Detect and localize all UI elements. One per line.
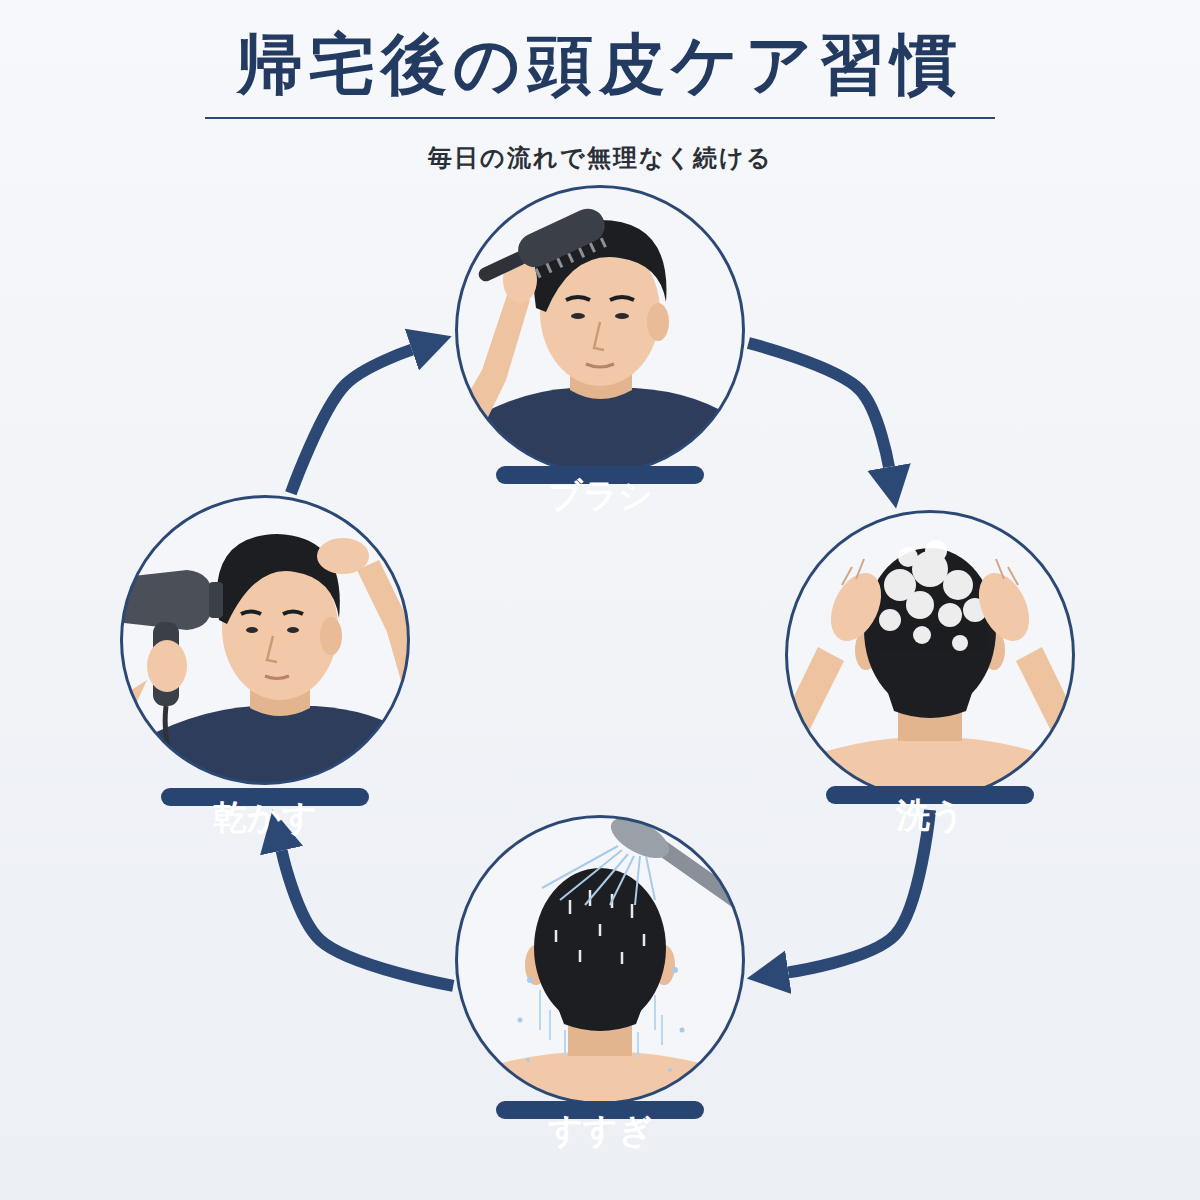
circle-outline — [457, 187, 744, 474]
circle-outline-layer — [120, 495, 410, 785]
hair-brush — [472, 203, 615, 301]
rinse-illustration — [450, 810, 750, 1110]
step-circle: すすぎ — [455, 815, 745, 1105]
hand — [147, 640, 187, 692]
dryer-nozzle — [209, 582, 223, 618]
brows — [566, 297, 634, 300]
brush-scene — [450, 180, 750, 480]
foam — [879, 540, 987, 651]
forearm — [1016, 647, 1080, 745]
run-off — [540, 990, 662, 1057]
ear — [320, 617, 342, 655]
droplets — [518, 967, 685, 1072]
dryer-body — [115, 570, 213, 630]
nape-hair — [888, 693, 972, 718]
scene-ground — [115, 490, 415, 790]
dryer-cord — [165, 706, 185, 790]
step-label: ブラシ — [496, 466, 704, 484]
ear — [647, 303, 669, 341]
title-rule — [205, 117, 995, 119]
nose — [594, 322, 604, 350]
circle-outline-layer — [455, 815, 745, 1105]
bristles — [536, 238, 605, 277]
hair — [534, 868, 666, 1028]
hair — [864, 548, 996, 712]
flow-arrow — [282, 851, 454, 986]
circle-outline — [122, 497, 409, 784]
eye — [571, 313, 585, 319]
water-spray — [542, 846, 655, 905]
step-circle: 洗う — [785, 510, 1075, 800]
step-label: 洗う — [826, 786, 1034, 804]
nape-hair — [558, 1008, 642, 1031]
circle-outline — [457, 817, 744, 1104]
shower-handle — [662, 848, 750, 910]
hand — [317, 538, 369, 574]
circle-outline-layer — [785, 510, 1075, 800]
step-label: すすぎ — [496, 1101, 704, 1119]
circle-outline — [787, 512, 1074, 799]
circle-outline-layer — [455, 185, 745, 475]
brush-illustration — [450, 180, 750, 480]
forearm — [780, 647, 844, 745]
flow-arrow — [788, 810, 930, 972]
eye — [246, 627, 258, 633]
shirt — [115, 706, 415, 790]
hair-dryer — [115, 570, 223, 790]
scene-ground — [450, 810, 750, 1110]
wash-scene — [780, 505, 1080, 805]
flow-arrow — [291, 350, 412, 494]
brush-head — [513, 203, 611, 273]
title-text: 帰宅後の頭皮ケア習慣 — [0, 25, 1200, 105]
mouth — [265, 676, 289, 679]
dry-illustration — [115, 490, 415, 790]
mouth — [586, 364, 614, 367]
eye — [287, 627, 299, 633]
finger-lines — [842, 559, 1018, 585]
step-circle: 乾かす — [120, 495, 410, 785]
brows — [241, 612, 303, 615]
header: 帰宅後の頭皮ケア習慣毎日の流れで無理なく続ける — [0, 0, 1200, 173]
dry-scene — [115, 490, 415, 790]
nose — [267, 636, 277, 662]
wash-illustration — [780, 505, 1080, 805]
scene-ground — [450, 180, 750, 480]
step-label: 乾かす — [161, 788, 369, 806]
shoulders — [780, 737, 1080, 805]
subtitle-text: 毎日の流れで無理なく続ける — [0, 143, 1200, 173]
arm — [357, 560, 415, 730]
wet-streaks — [556, 890, 644, 964]
scene-ground — [780, 505, 1080, 805]
flow-arrow — [748, 343, 889, 467]
rinse-scene — [450, 810, 750, 1110]
step-circle: ブラシ — [455, 185, 745, 475]
eye — [615, 313, 629, 319]
